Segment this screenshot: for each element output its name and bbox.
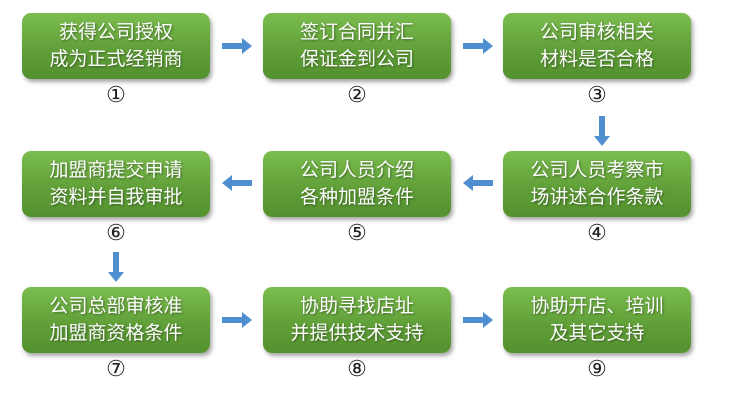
step-text: 公司总部审核准 <box>49 295 183 317</box>
step-text: 公司人员介绍 <box>299 159 414 181</box>
arrow-down-icon <box>594 116 610 146</box>
arrow-right-icon <box>463 38 493 54</box>
step-box-7: 公司总部审核准加盟商资格条件 <box>22 287 210 353</box>
step-number: ⑨ <box>587 357 607 382</box>
step-box-6: 加盟商提交申请资料并自我审批 <box>22 151 210 217</box>
step-box-3: 公司审核相关材料是否合格 <box>503 13 691 79</box>
step-text: 签订合同并汇 <box>299 21 414 43</box>
step-number: ⑦ <box>106 357 126 382</box>
arrow-down-icon <box>108 252 124 282</box>
step-text: 加盟商资格条件 <box>49 322 183 344</box>
step-box-4: 公司人员考察市场讲述合作条款 <box>503 151 691 217</box>
step-text: 并提供技术支持 <box>290 322 424 344</box>
step-number: ⑧ <box>347 357 367 382</box>
step-text: 资料并自我审批 <box>49 186 183 208</box>
step-box-8: 协助寻找店址并提供技术支持 <box>263 287 451 353</box>
arrow-right-icon <box>463 312 493 328</box>
step-text: 保证金到公司 <box>299 48 414 70</box>
step-number: ⑤ <box>347 221 367 246</box>
step-text: 加盟商提交申请 <box>49 159 183 181</box>
step-text: 公司审核相关 <box>539 21 654 43</box>
step-box-1: 获得公司授权成为正式经销商 <box>22 13 210 79</box>
step-box-9: 协助开店、培训及其它支持 <box>503 287 691 353</box>
arrow-left-icon <box>222 175 252 191</box>
step-text: 场讲述合作条款 <box>530 186 664 208</box>
step-box-2: 签订合同并汇保证金到公司 <box>263 13 451 79</box>
step-number: ③ <box>587 83 607 108</box>
step-text: 公司人员考察市 <box>530 159 664 181</box>
arrow-right-icon <box>222 38 252 54</box>
step-text: 及其它支持 <box>549 322 645 344</box>
step-number: ② <box>347 83 367 108</box>
step-text: 协助寻找店址 <box>299 295 414 317</box>
step-number: ① <box>106 83 126 108</box>
step-number: ④ <box>587 221 607 246</box>
arrow-left-icon <box>463 175 493 191</box>
step-text: 获得公司授权 <box>58 21 173 43</box>
arrow-right-icon <box>222 312 252 328</box>
step-text: 成为正式经销商 <box>49 48 183 70</box>
step-number: ⑥ <box>106 221 126 246</box>
step-text: 各种加盟条件 <box>299 186 414 208</box>
step-text: 材料是否合格 <box>539 48 654 70</box>
step-box-5: 公司人员介绍各种加盟条件 <box>263 151 451 217</box>
step-text: 协助开店、培训 <box>530 295 664 317</box>
